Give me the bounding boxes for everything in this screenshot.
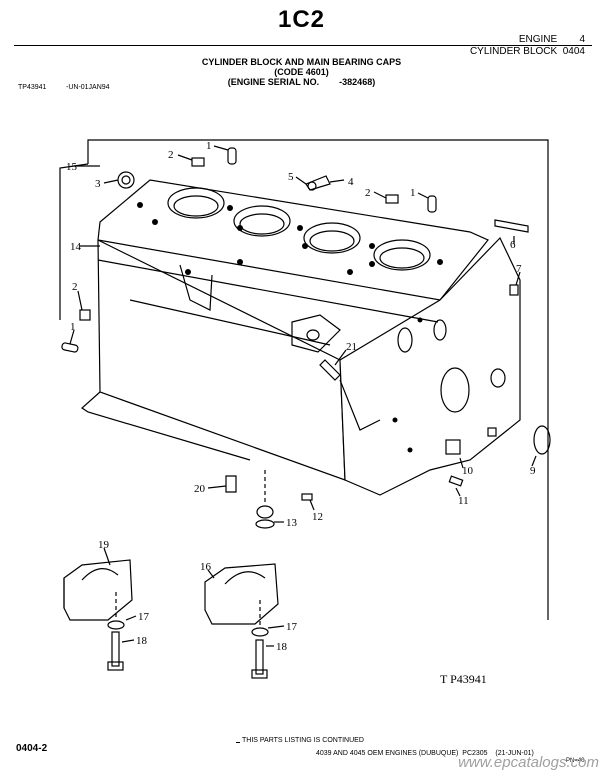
callout-15: 15 xyxy=(66,161,78,173)
cylinder-bore-4 xyxy=(373,239,431,271)
callout-1-left: 1 xyxy=(70,321,76,333)
callout-1-top: 1 xyxy=(206,140,212,152)
callout-12: 12 xyxy=(312,511,323,523)
footer-pc: PC2305 xyxy=(462,750,488,757)
callout-17-right: 17 xyxy=(286,621,298,633)
dowel-pin-1-right xyxy=(427,195,437,213)
footer-date: (21-JUN-01) xyxy=(495,750,534,757)
cylinder-bore-3 xyxy=(303,222,361,254)
plug-2-left xyxy=(79,309,91,321)
callout-9: 9 xyxy=(530,465,536,477)
callout-18-left: 18 xyxy=(136,635,148,647)
main-bearing-cap-19 xyxy=(63,559,133,621)
dowel-pin-1 xyxy=(61,342,79,353)
subgroup-label: CYLINDER BLOCK xyxy=(469,46,558,57)
callout-16: 16 xyxy=(200,561,212,573)
continued-notice: THIS PARTS LISTING IS CONTINUED xyxy=(240,737,366,744)
callout-1-right: 1 xyxy=(410,187,416,199)
cap-screw-18-left xyxy=(111,631,120,667)
serial-value: -382468) xyxy=(339,77,376,87)
pin-11 xyxy=(448,475,464,487)
callout-17-left: 17 xyxy=(138,611,150,623)
diagram-frame xyxy=(87,139,549,620)
serial-label: (ENGINE SERIAL NO. xyxy=(227,77,320,87)
cylinder-bore-1 xyxy=(167,187,225,219)
plug-3 xyxy=(117,171,135,189)
washer-17-right xyxy=(251,627,269,637)
illustration-id: TP43941 xyxy=(18,84,47,91)
callout-18-right: 18 xyxy=(276,641,288,653)
title-line-2: (CODE 4601) xyxy=(274,67,329,77)
stud-6 xyxy=(494,219,529,233)
callout-2-right: 2 xyxy=(365,187,371,199)
washer-17-left xyxy=(107,620,125,630)
header-rule xyxy=(14,45,592,46)
subgroup-number: 0404 xyxy=(562,46,585,57)
callout-11: 11 xyxy=(458,495,469,507)
cap-screw-18-right xyxy=(255,639,264,675)
plug-13 xyxy=(256,505,274,519)
callout-20: 20 xyxy=(194,483,206,495)
group-heading: ENGINE 4 xyxy=(519,34,585,45)
dowel-pin-1-top xyxy=(227,147,237,165)
callout-3: 3 xyxy=(95,178,101,190)
cylinder-bore-2 xyxy=(233,205,291,237)
plug-7 xyxy=(509,284,519,296)
callout-5: 5 xyxy=(288,171,294,183)
title-line-3: (ENGINE SERIAL NO. -382468) xyxy=(0,77,603,87)
group-label: ENGINE xyxy=(518,34,558,45)
callout-13: 13 xyxy=(286,517,298,529)
footer-catalog-name: 4039 AND 4045 OEM ENGINES (DUBUQUE) xyxy=(316,750,459,757)
callout-10: 10 xyxy=(462,465,474,477)
footer-catalog: 4039 AND 4045 OEM ENGINES (DUBUQUE) PC23… xyxy=(316,750,534,757)
page-number: 0404-2 xyxy=(16,743,48,754)
watermark: www.epcatalogs.com xyxy=(458,754,599,771)
plug-2-right xyxy=(385,194,399,204)
plug-12 xyxy=(301,493,313,501)
fitting-20 xyxy=(225,475,237,493)
block-front-face xyxy=(339,236,521,496)
title-line-1: CYLINDER BLOCK AND MAIN BEARING CAPS xyxy=(201,57,402,67)
section-code: 1C2 xyxy=(277,6,326,33)
callout-2-left: 2 xyxy=(72,281,78,293)
cylinder-block xyxy=(81,179,521,496)
callout-2-top: 2 xyxy=(168,149,174,161)
callout-7: 7 xyxy=(516,263,522,275)
main-bearing-cap-16 xyxy=(204,563,279,625)
callout-6: 6 xyxy=(510,239,516,251)
callout-21: 21 xyxy=(346,341,357,353)
block-top-deck xyxy=(97,179,489,301)
callout-19: 19 xyxy=(98,539,110,551)
figure-reference: T P43941 xyxy=(440,672,487,686)
fitting-21 xyxy=(319,359,341,381)
callout-14: 14 xyxy=(70,241,82,253)
group-number: 4 xyxy=(579,34,585,45)
footer-pn: PN=40 xyxy=(566,758,585,764)
subgroup-heading: CYLINDER BLOCK 0404 xyxy=(470,46,585,57)
plug-9 xyxy=(533,425,551,455)
seal-ring-13 xyxy=(255,519,275,529)
illustration-date: -UN-01JAN94 xyxy=(66,84,110,91)
plug-2-top xyxy=(191,157,205,167)
sleeve-10 xyxy=(445,439,461,455)
callout-4: 4 xyxy=(348,176,354,188)
plug-small xyxy=(487,427,497,437)
